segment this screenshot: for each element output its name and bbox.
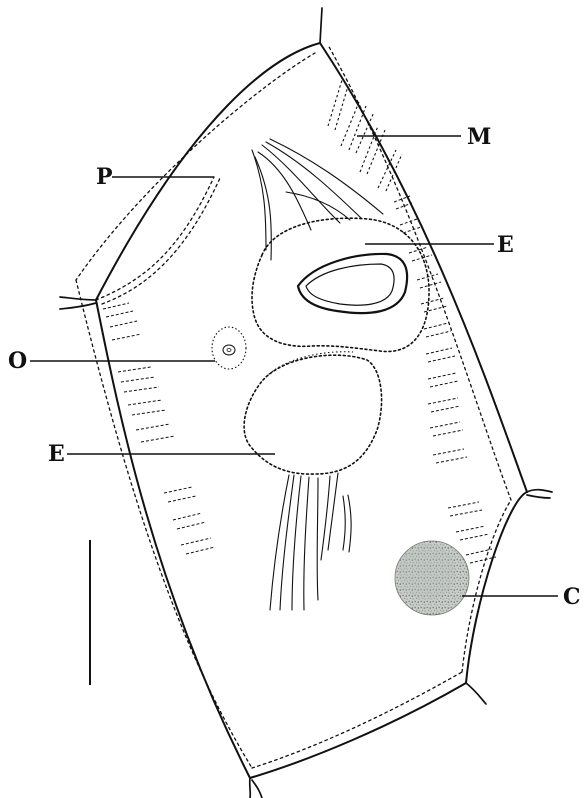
c-organelle — [395, 541, 469, 615]
left-striation-16 — [181, 538, 211, 545]
lower-e-organelle — [244, 352, 381, 474]
lower-fiber-4 — [304, 477, 309, 610]
striation-m-3 — [341, 102, 359, 146]
lower-fiber-3 — [292, 476, 301, 610]
left-striation-4 — [112, 334, 141, 340]
bottom-appendage-2 — [252, 780, 262, 798]
lower-right-appendage — [466, 683, 486, 704]
inner-dotted-membrane — [76, 45, 511, 768]
right-striation-3 — [400, 219, 417, 225]
label-c: C — [563, 584, 581, 610]
o-inner-dot — [227, 349, 231, 352]
label-p: P — [96, 164, 113, 190]
right-striation-8 — [420, 282, 441, 288]
o-organelle — [212, 327, 246, 369]
left-appendage-2 — [60, 303, 96, 309]
lower-fiber-5 — [317, 478, 318, 600]
outer-right-upper-edge — [320, 43, 527, 492]
inner-bottom-membrane — [252, 672, 462, 768]
striation-m-6 — [360, 126, 378, 172]
lower-fiber-8 — [348, 495, 351, 552]
right-striation-25 — [456, 526, 485, 532]
left-striation-13 — [168, 496, 196, 502]
right-appendage — [527, 490, 552, 492]
label-e-top: E — [497, 232, 514, 258]
right-striation-15 — [428, 373, 456, 379]
left-striation-12 — [164, 487, 192, 493]
outer-bottom-edge — [250, 683, 466, 778]
inner-top-left-arc — [96, 177, 214, 300]
left-striation-15 — [177, 522, 206, 529]
right-striation-14 — [428, 356, 455, 362]
left-striation-1 — [103, 303, 129, 309]
upper-fiber-4 — [270, 139, 383, 214]
upper-fiber-3 — [266, 142, 361, 218]
right-striation-13 — [426, 348, 452, 354]
label-e-bottom: E — [48, 441, 65, 467]
right-striations — [394, 196, 496, 563]
left-striation-14 — [173, 513, 202, 520]
label-o: O — [8, 348, 27, 374]
upper-e-inner-ring — [298, 254, 407, 313]
o-outer-ellipse — [212, 327, 246, 369]
right-striation-26 — [460, 534, 489, 540]
internal-fibers — [252, 139, 383, 610]
o-inner-ellipse — [223, 345, 235, 355]
upper-e-outline — [252, 218, 429, 351]
left-striation-9 — [132, 410, 166, 415]
left-striation-2 — [106, 311, 133, 317]
inner-top-left-arc-2 — [102, 178, 220, 304]
left-striations — [103, 303, 215, 554]
left-striation-6 — [121, 377, 155, 382]
left-appendage — [60, 297, 96, 300]
upper-e-organelle — [252, 218, 429, 351]
label-m: M — [467, 124, 491, 150]
c-stipple-highlight — [399, 544, 455, 600]
outer-cell-outline — [96, 43, 527, 778]
right-striation-17 — [428, 398, 458, 404]
right-striation-19 — [430, 422, 460, 428]
striation-m-4 — [349, 106, 366, 150]
upper-fiber-5 — [252, 150, 266, 250]
right-striation-24 — [450, 510, 482, 516]
left-striation-3 — [110, 321, 137, 327]
right-striation-21 — [433, 449, 464, 455]
right-striation-23 — [448, 502, 479, 508]
left-striation-8 — [128, 400, 162, 405]
right-striation-20 — [433, 430, 463, 436]
inner-right-membrane — [462, 500, 511, 672]
upper-fiber-2 — [262, 145, 340, 223]
left-striation-7 — [124, 387, 159, 392]
striation-m-2 — [335, 86, 348, 130]
outer-right-edge — [466, 492, 527, 683]
right-appendage-2 — [527, 495, 550, 498]
top-appendage — [320, 8, 322, 43]
upper-fiber-6 — [255, 157, 271, 260]
right-striation-18 — [431, 406, 460, 412]
right-striation-22 — [436, 457, 467, 463]
inner-right-upper-membrane — [328, 45, 511, 500]
right-striation-16 — [430, 381, 458, 387]
left-striation-11 — [141, 436, 175, 442]
lower-fiber-9 — [343, 496, 345, 550]
right-striation-12 — [426, 331, 451, 337]
right-striation-4 — [403, 227, 421, 233]
inner-left-membrane — [76, 280, 252, 768]
outer-upper-left-edge — [96, 43, 320, 300]
left-striation-10 — [136, 424, 170, 430]
left-striation-17 — [186, 547, 215, 554]
striation-m-1 — [328, 80, 342, 126]
right-striation-11 — [424, 323, 448, 329]
lower-e-outline — [244, 355, 381, 474]
upper-e-inner-hollow — [306, 264, 394, 305]
bottom-appendage — [250, 778, 251, 798]
left-striation-5 — [118, 367, 151, 372]
